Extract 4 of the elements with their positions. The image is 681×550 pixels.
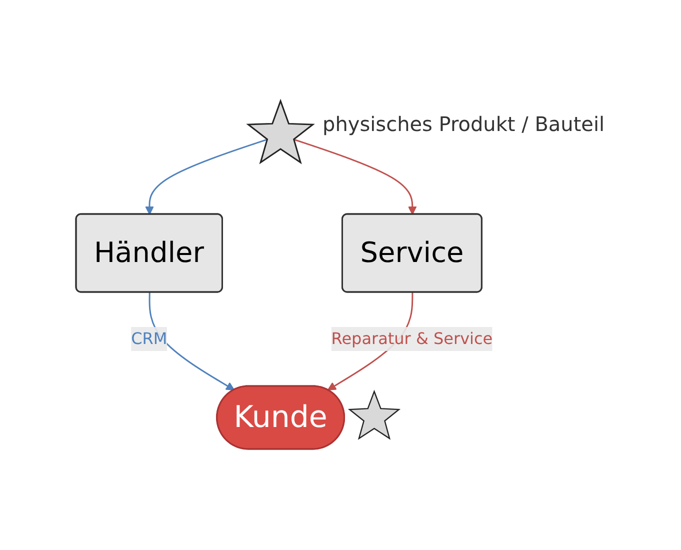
star-caption: physisches Produkt / Bauteil (322, 112, 605, 136)
star-node (246, 98, 316, 164)
edge-label: Reparatur & Service (331, 328, 493, 348)
edge-label: CRM (131, 328, 168, 348)
